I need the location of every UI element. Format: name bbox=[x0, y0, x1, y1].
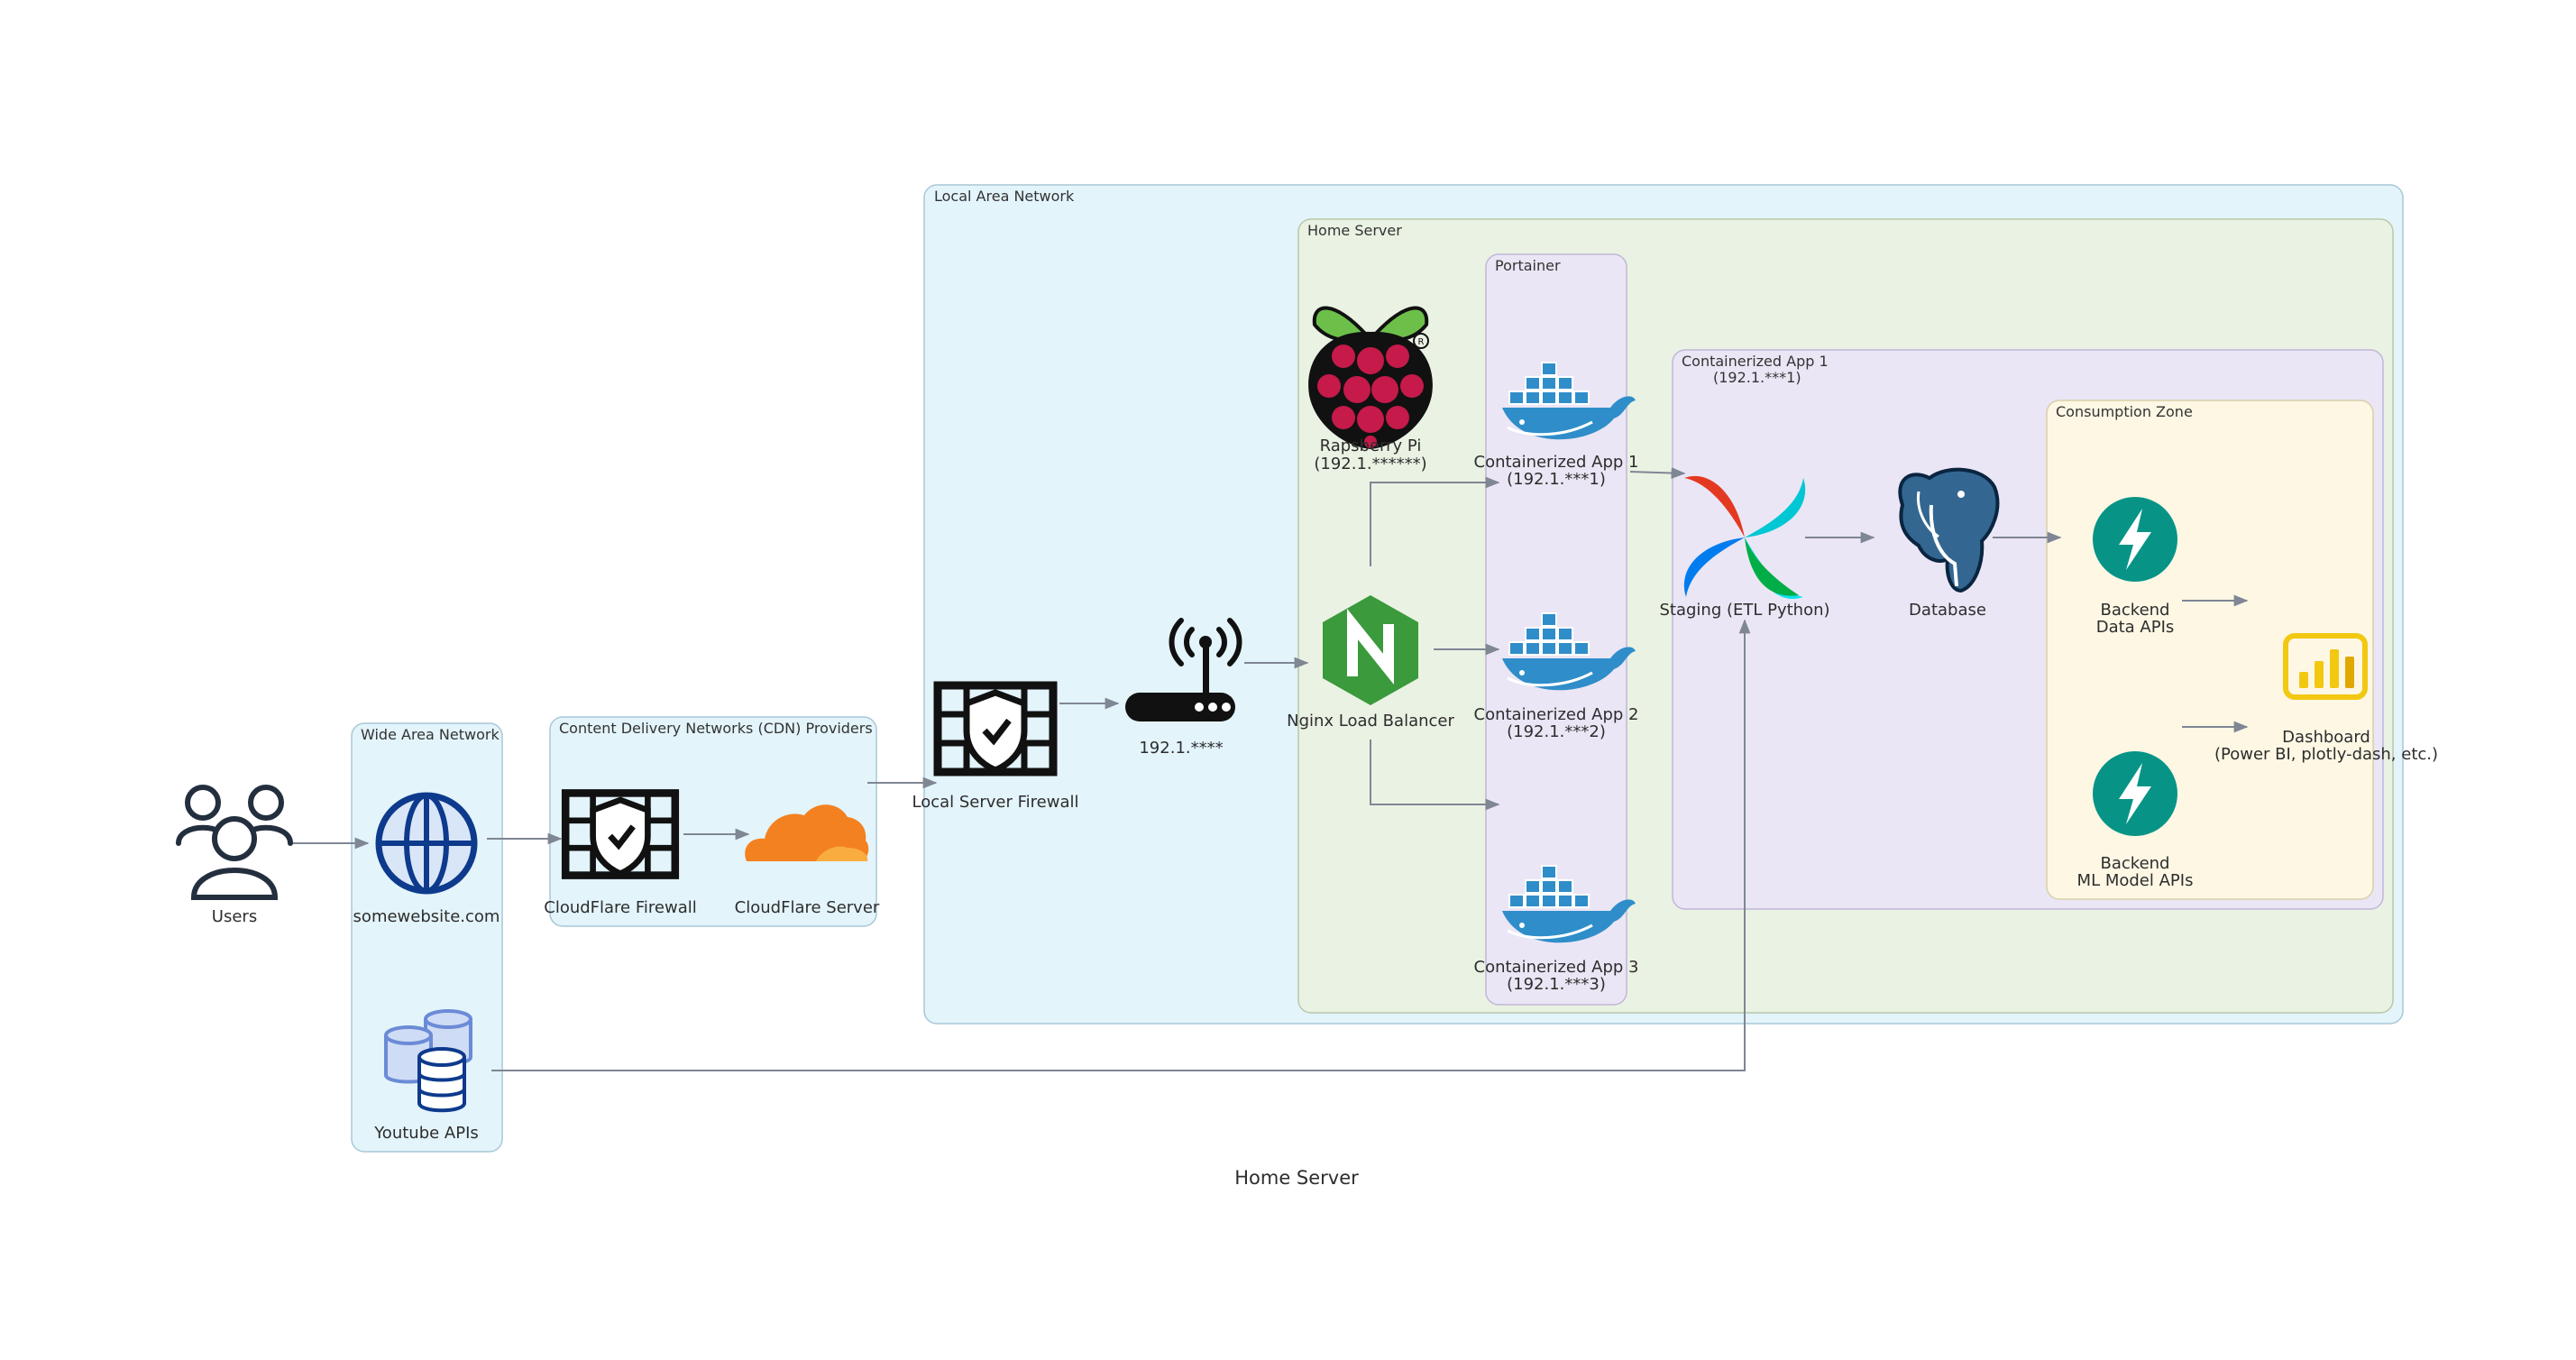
cloudflare-cloud-icon bbox=[745, 804, 869, 861]
fastapi-bolt-icon bbox=[2093, 497, 2177, 582]
label-docker2-ip: (192.1.***2) bbox=[1507, 722, 1606, 741]
fastapi-bolt-icon bbox=[2093, 751, 2177, 836]
label-docker1: Containerized App 1 bbox=[1474, 453, 1639, 472]
label-backend-ml: Backend bbox=[2101, 854, 2170, 873]
edge-nginx-app3 bbox=[1370, 740, 1500, 811]
cluster-label-cdn: Content Delivery Networks (CDN) Provider… bbox=[559, 720, 873, 737]
postgresql-elephant-icon bbox=[1898, 467, 2000, 593]
node-dashboard[interactable]: Dashboard (Power BI, plotly-dash, etc.) bbox=[2214, 633, 2438, 764]
label-cf-server: CloudFlare Server bbox=[735, 898, 880, 917]
node-database[interactable]: Database bbox=[1898, 467, 2000, 620]
node-containerized-app-3[interactable]: Containerized App 3 (192.1.***3) bbox=[1474, 864, 1639, 994]
label-rpi-ip: (192.1.******) bbox=[1314, 455, 1426, 473]
label-youtube: Youtube APIs bbox=[373, 1124, 479, 1143]
users-icon bbox=[176, 785, 293, 900]
node-cloudflare-server[interactable]: CloudFlare Server bbox=[735, 804, 880, 917]
node-router[interactable]: 192.1.**** bbox=[1125, 618, 1242, 758]
diagram-caption: Home Server bbox=[1234, 1167, 1359, 1189]
label-database: Database bbox=[1909, 601, 1986, 620]
wifi-router-icon bbox=[1125, 618, 1242, 721]
node-backend-data-apis[interactable]: Backend Data APIs bbox=[2093, 497, 2177, 637]
node-youtube-apis[interactable]: Youtube APIs bbox=[373, 1009, 479, 1143]
label-backend-data-sub: Data APIs bbox=[2096, 618, 2175, 637]
node-containerized-app-1[interactable]: Containerized App 1 (192.1.***1) bbox=[1474, 361, 1639, 489]
cluster-label-app1-ip: (192.1.***1) bbox=[1713, 369, 1801, 386]
raspberry-pi-icon: R bbox=[1308, 306, 1433, 449]
edge-app1-staging bbox=[1629, 467, 1686, 479]
label-local-firewall: Local Server Firewall bbox=[912, 793, 1078, 812]
label-docker2: Containerized App 2 bbox=[1474, 705, 1639, 724]
cluster-label-home-server: Home Server bbox=[1307, 222, 1402, 239]
label-website: somewebsite.com bbox=[353, 907, 500, 926]
node-raspberry-pi[interactable]: R Rapsberry Pi (192.1.******) bbox=[1308, 306, 1433, 473]
cluster-label-app1: Containerized App 1 bbox=[1682, 353, 1829, 370]
label-docker1-ip: (192.1.***1) bbox=[1507, 470, 1606, 489]
globe-icon bbox=[375, 792, 478, 895]
node-backend-ml-apis[interactable]: Backend ML Model APIs bbox=[2077, 751, 2194, 890]
label-staging: Staging (ETL Python) bbox=[1659, 601, 1829, 620]
label-nginx: Nginx Load Balancer bbox=[1287, 712, 1454, 731]
svg-text:R: R bbox=[1418, 337, 1425, 347]
label-dashboard-sub: (Power BI, plotly-dash, etc.) bbox=[2214, 745, 2438, 764]
label-backend-ml-sub: ML Model APIs bbox=[2077, 871, 2194, 890]
label-docker3-ip: (192.1.***3) bbox=[1507, 975, 1606, 994]
cluster-consumption-zone: Consumption Zone bbox=[2046, 400, 2374, 900]
edge-nginx-app1 bbox=[1370, 476, 1500, 566]
cluster-label-lan: Local Area Network bbox=[934, 188, 1075, 205]
airflow-pinwheel-icon bbox=[1683, 475, 1806, 600]
edges bbox=[293, 467, 2249, 1071]
label-backend-data: Backend bbox=[2101, 601, 2170, 620]
node-users[interactable]: Users bbox=[176, 785, 293, 926]
cluster-label-portainer: Portainer bbox=[1495, 257, 1561, 274]
node-cloudflare-firewall[interactable]: CloudFlare Firewall bbox=[544, 793, 697, 917]
label-cf-firewall: CloudFlare Firewall bbox=[544, 898, 696, 917]
label-users: Users bbox=[212, 907, 257, 926]
cluster-label-consumption: Consumption Zone bbox=[2056, 403, 2193, 420]
label-rpi: Rapsberry Pi bbox=[1320, 436, 1422, 455]
cluster-label-wan: Wide Area Network bbox=[361, 726, 500, 743]
label-dashboard: Dashboard bbox=[2282, 728, 2370, 747]
node-containerized-app-2[interactable]: Containerized App 2 (192.1.***2) bbox=[1474, 611, 1639, 741]
node-nginx-load-balancer[interactable]: Nginx Load Balancer bbox=[1287, 595, 1454, 731]
database-stack-icon bbox=[384, 1009, 472, 1113]
label-docker3: Containerized App 3 bbox=[1474, 958, 1639, 977]
power-bi-icon bbox=[2283, 633, 2368, 700]
label-router: 192.1.**** bbox=[1139, 739, 1223, 758]
node-staging-etl[interactable]: Staging (ETL Python) bbox=[1659, 475, 1830, 620]
nginx-icon bbox=[1323, 595, 1418, 705]
edge-youtube-staging bbox=[491, 619, 1751, 1071]
node-website[interactable]: somewebsite.com bbox=[353, 792, 500, 926]
node-local-server-firewall[interactable]: Local Server Firewall bbox=[912, 685, 1079, 812]
